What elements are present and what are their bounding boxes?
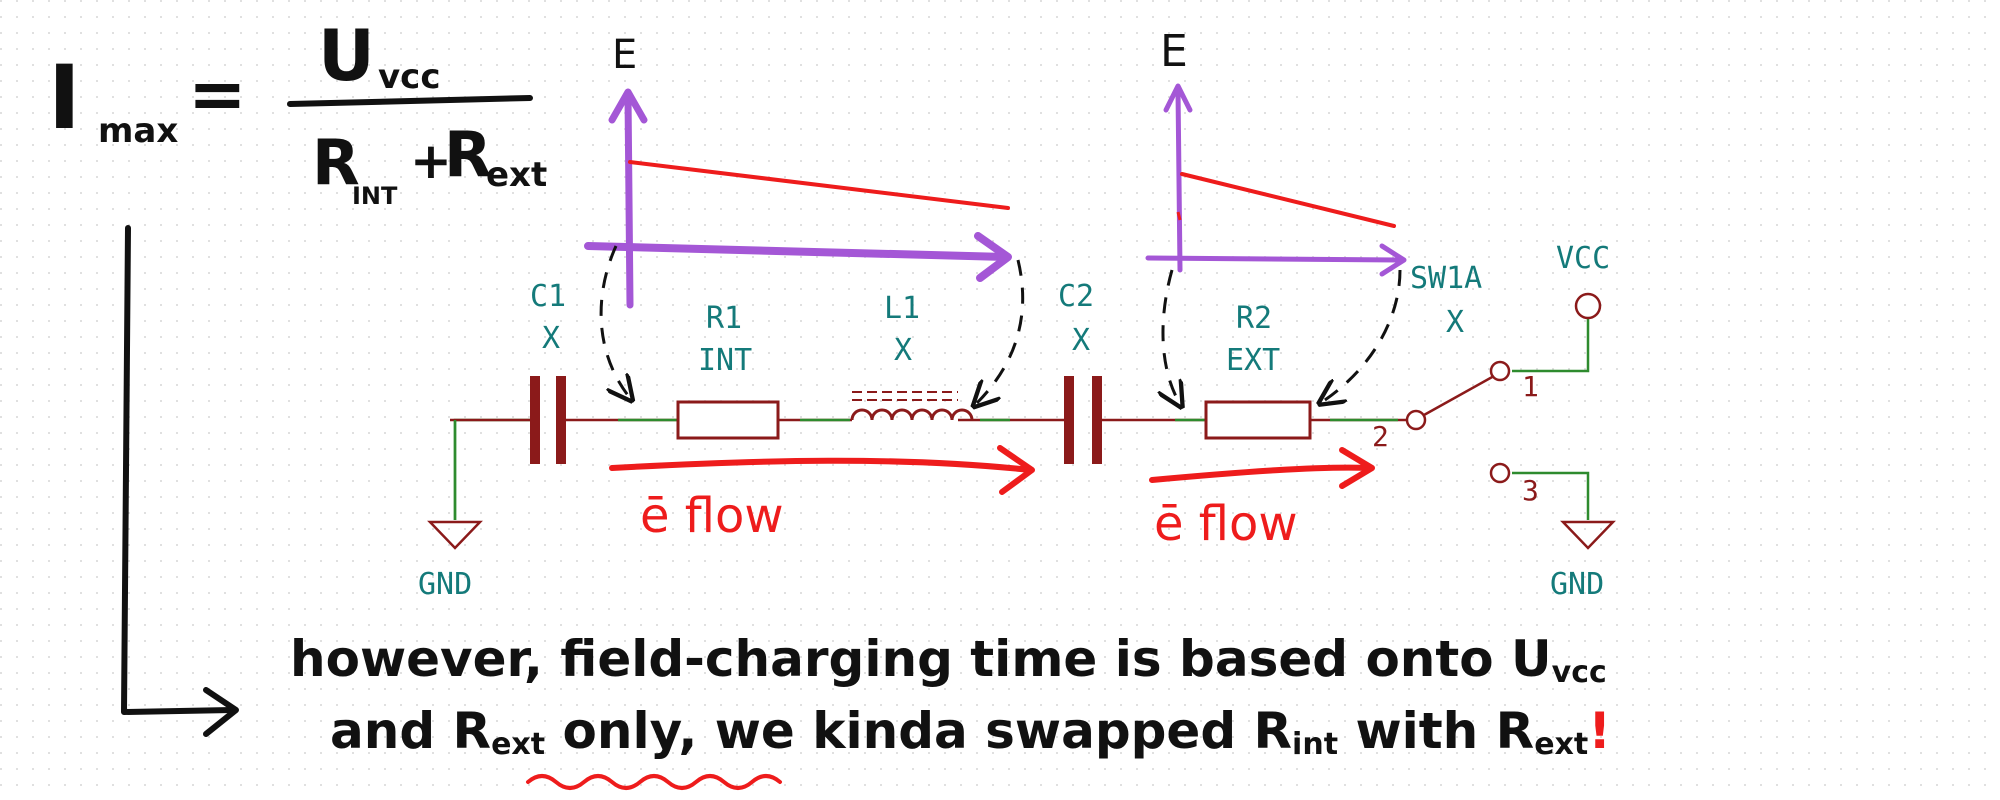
sw1a-pin3: 3	[1522, 474, 1539, 507]
formula-denominator-r-int-sub: INT	[352, 182, 398, 210]
energy-plot-2: E	[1145, 26, 1407, 404]
l1-value: X	[894, 333, 912, 368]
circuit-schematic: GND C1 X R1 INT L1 X C2 X	[418, 241, 1616, 602]
l1-ref: L1	[884, 291, 920, 326]
energy-axis-x-2	[1145, 255, 1405, 263]
formula: I max = U vcc R INT + R ext	[48, 15, 547, 210]
resistor-r2: R2 EXT	[1204, 301, 1312, 440]
formula-numerator-u: U	[318, 15, 375, 97]
handwritten-note: however, field-charging time is based on…	[290, 630, 1611, 790]
note-line-2-mark: !	[1588, 702, 1611, 760]
note-line-2-c: with R	[1338, 702, 1534, 760]
energy-axis-y-arrowhead-1	[608, 88, 648, 124]
energy-axis-label-2: E	[1160, 26, 1188, 77]
gnd-left-symbol: GND	[418, 520, 483, 602]
circuit-wires	[450, 318, 1590, 520]
vcc-label: VCC	[1556, 241, 1610, 276]
gnd-left-label: GND	[418, 567, 472, 602]
capacitor-c2: C2 X	[1058, 279, 1102, 464]
formula-denominator-r-ext-sub: ext	[486, 155, 547, 195]
c2-value: X	[1072, 323, 1090, 358]
formula-equals: =	[188, 53, 247, 135]
r2-value: EXT	[1226, 343, 1280, 378]
note-line-2-b: only, we kinda swapped R	[545, 702, 1292, 760]
energy-axis-label-1: E	[612, 32, 637, 78]
energy-curve-2	[1180, 172, 1396, 228]
energy-axis-x-arrowhead-1	[974, 232, 1012, 282]
formula-to-note-arrow	[121, 225, 239, 737]
gnd-right-symbol: GND	[1550, 520, 1616, 602]
note-line-2: and Rext only, we kinda swapped Rint wit…	[330, 702, 1611, 762]
energy-axis-x-arrowhead-2	[1379, 243, 1407, 277]
resistor-r1: R1 INT	[676, 301, 780, 440]
sw1a-pin1: 1	[1522, 370, 1539, 403]
gnd-right-label: GND	[1550, 567, 1604, 602]
sw1a-ref: SW1A	[1410, 261, 1482, 296]
energy-axis-x-1	[584, 242, 1010, 261]
formula-fraction-bar	[287, 95, 533, 107]
formula-imax-main: I	[48, 46, 81, 149]
note-line-2-rext: R	[453, 702, 492, 760]
formula-denominator-r-int: R	[312, 126, 360, 199]
note-squiggle-underline	[526, 774, 782, 790]
flow-label-1: ē flow	[640, 488, 784, 544]
electron-flow-1: ē flow	[609, 445, 1035, 544]
c2-ref: C2	[1058, 279, 1094, 314]
sw1a-value: X	[1446, 305, 1464, 340]
formula-imax-sub: max	[98, 111, 178, 151]
note-line-2-b-sub: int	[1292, 727, 1338, 762]
note-line-1-sub: vcc	[1552, 655, 1607, 690]
formula-denominator-r-ext: R	[444, 118, 492, 191]
capacitor-c1: C1 X	[530, 279, 566, 464]
energy-plot-1: E	[584, 32, 1025, 404]
dashed-arrow-2a	[1163, 269, 1180, 404]
flow-label-2: ē flow	[1154, 496, 1298, 552]
note-line-2-a: and	[330, 702, 453, 760]
electron-flow-2: ē flow	[1149, 447, 1375, 552]
switch-sw1a: SW1A X 1 2 3	[1372, 261, 1539, 507]
vcc-terminal: VCC	[1556, 241, 1610, 320]
formula-numerator-sub: vcc	[378, 57, 440, 97]
energy-curve-2-tick	[1176, 211, 1182, 221]
r2-ref: R2	[1236, 301, 1272, 336]
energy-axis-y-1	[624, 92, 634, 309]
c1-value: X	[542, 321, 560, 356]
note-line-2-rext-sub: ext	[491, 727, 545, 762]
note-line-2-c-sub: ext	[1534, 727, 1588, 762]
note-line-1-text: however, field-charging time is based on…	[290, 630, 1552, 688]
r1-ref: R1	[706, 301, 742, 336]
note-line-1: however, field-charging time is based on…	[290, 630, 1607, 690]
energy-axis-y-arrowhead-2	[1163, 83, 1193, 113]
r1-value: INT	[698, 343, 752, 378]
inductor-l1: L1 X	[850, 291, 974, 421]
energy-curve-1	[628, 160, 1010, 210]
sw1a-pin2: 2	[1372, 420, 1389, 453]
formula-denominator-plus: +	[410, 132, 452, 190]
c1-ref: C1	[530, 279, 566, 314]
energy-axis-y-2	[1175, 87, 1183, 273]
